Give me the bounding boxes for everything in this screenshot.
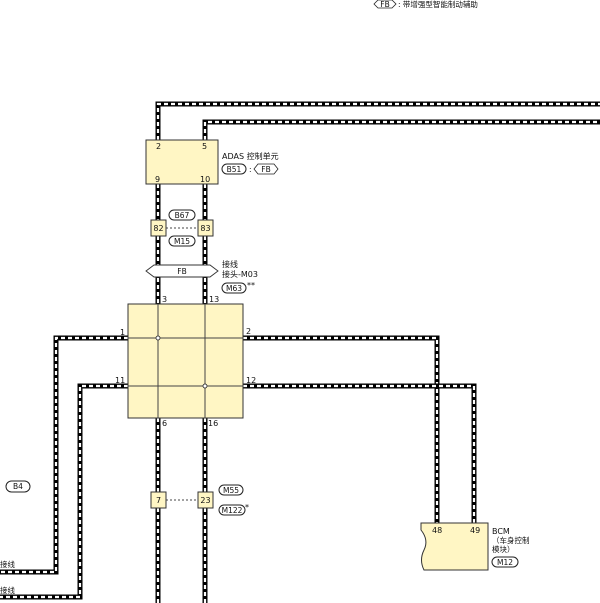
joint-pin-6: 6 <box>162 419 167 428</box>
left-text-1: 接线 <box>0 559 15 569</box>
legend-code-hexagon <box>373 0 397 9</box>
adas-pin-5: 5 <box>202 142 207 151</box>
bcm-pin-48: 48 <box>432 526 442 535</box>
joint-label-line1: 接线 <box>222 259 238 269</box>
connector-lower-tag2-box <box>218 504 246 516</box>
fb-double-arrow: FB <box>145 264 219 278</box>
fb-arrow-label: FB <box>177 267 186 276</box>
legend-text: : 带增强型智能制动辅助 <box>398 0 478 9</box>
connector-upper-bottom-tag-box <box>168 235 196 247</box>
joint-connector-m03: 接线 接头-M03 M63 ** 3 13 1 11 2 12 6 16 <box>115 259 258 428</box>
joint-pin-13: 13 <box>209 295 219 304</box>
adas-pin-10: 10 <box>200 175 210 184</box>
adas-pin-9: 9 <box>155 175 160 184</box>
adas-variant-hexagon <box>253 163 279 175</box>
connector-b67-m15: 82 83 B67 M15 <box>150 209 214 247</box>
connector-lower-left-pin: 7 <box>156 496 161 505</box>
adas-pin-2: 2 <box>156 142 161 151</box>
left-tag-box <box>5 480 31 493</box>
joint-box <box>127 303 244 419</box>
joint-splice-dot-1 <box>155 335 161 341</box>
bcm-desc-line1: （车身控制 <box>492 535 530 545</box>
bcm-title: BCM <box>492 527 510 536</box>
bcm-desc-line2: 模块） <box>492 544 515 554</box>
joint-code: M63 <box>226 284 242 293</box>
connector-lower-mark: * <box>245 503 249 512</box>
adas-box <box>145 139 219 185</box>
adas-title: ADAS 控制单元 <box>222 151 279 161</box>
left-tag: B4 <box>13 482 23 491</box>
connector-lower-tag2: M122 <box>222 506 243 515</box>
connector-lower-tag1-box <box>218 484 244 496</box>
connector-upper-right-box <box>197 219 214 237</box>
joint-pin-3: 3 <box>162 295 167 304</box>
left-edge-labels: B4 接线 接线 <box>0 480 31 595</box>
joint-pin-1: 1 <box>120 328 125 337</box>
wires <box>0 101 600 603</box>
bcm-code-box <box>491 556 519 568</box>
connector-m55-m122: 7 23 M55 M122 * <box>150 484 249 516</box>
connector-upper-top-tag-box <box>168 209 196 221</box>
bcm-module: 48 49 BCM （车身控制 模块） M12 <box>420 522 530 571</box>
connector-lower-right-pin: 23 <box>200 496 210 505</box>
fb-arrow-shape <box>145 264 219 278</box>
adas-control-unit: 2 5 9 10 ADAS 控制单元 B51 : FB <box>145 139 279 185</box>
adas-variant: FB <box>261 165 270 174</box>
connector-upper-bottom-tag: M15 <box>174 237 190 246</box>
legend: FB : 带增强型智能制动辅助 <box>373 0 478 9</box>
bcm-box <box>420 522 489 571</box>
connector-lower-tag1: M55 <box>223 486 239 495</box>
joint-splice-dot-2 <box>202 383 208 389</box>
adas-code-box <box>221 163 247 175</box>
bcm-pin-49: 49 <box>470 526 480 535</box>
joint-pin-11: 11 <box>115 376 125 385</box>
left-text-2: 接线 <box>0 585 15 595</box>
legend-code: FB <box>380 0 389 9</box>
connector-upper-left-pin: 82 <box>153 224 163 233</box>
joint-pin-16: 16 <box>208 419 218 428</box>
connector-upper-right-pin: 83 <box>200 224 210 233</box>
bcm-code: M12 <box>497 558 513 567</box>
joint-mark: ** <box>247 281 255 290</box>
connector-lower-right-box <box>197 491 214 509</box>
joint-pin-12: 12 <box>246 376 256 385</box>
adas-sep: : <box>249 165 252 174</box>
joint-code-box <box>221 282 247 294</box>
connector-upper-top-tag: B67 <box>175 211 190 220</box>
joint-label-line2: 接头-M03 <box>222 269 258 279</box>
adas-code: B51 <box>227 165 242 174</box>
joint-pin-2: 2 <box>246 327 251 336</box>
